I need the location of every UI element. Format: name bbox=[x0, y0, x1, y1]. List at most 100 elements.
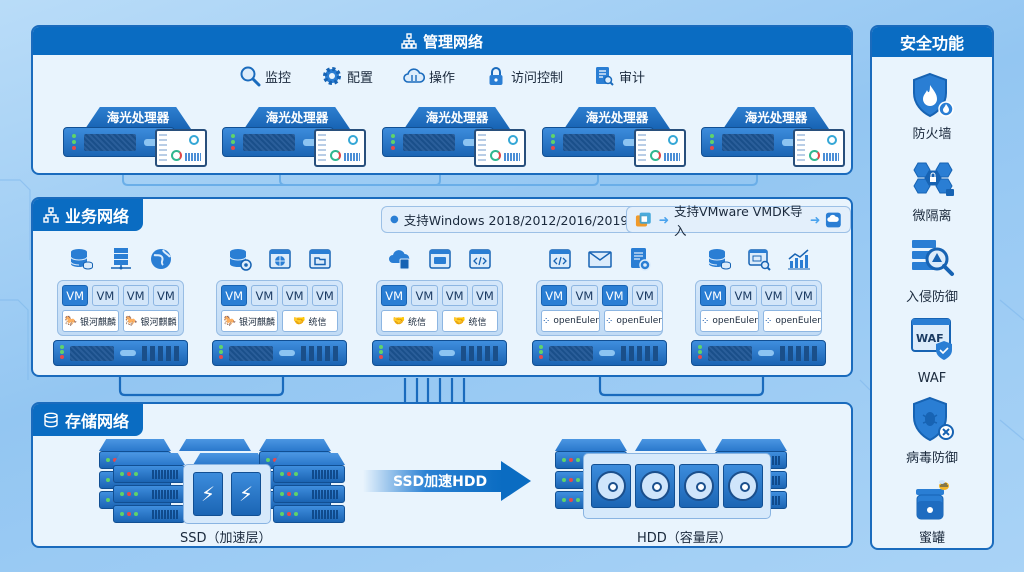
cloud-app-icon bbox=[388, 247, 412, 271]
management-network-title: 管理网络 bbox=[422, 32, 483, 51]
hdd-storage-cluster[interactable] bbox=[555, 439, 795, 546]
vm-instance[interactable]: VM bbox=[311, 285, 338, 306]
security-item-waf[interactable]: WAF WAF bbox=[872, 315, 992, 386]
windows-support-text: 支持Windows 2018/2012/2016/2019 bbox=[403, 213, 629, 228]
tool-operate[interactable]: 操作 bbox=[403, 65, 455, 87]
window-search-icon bbox=[747, 247, 771, 271]
os-name: 统信 bbox=[308, 317, 327, 328]
openeuler-icon: ⁘ bbox=[763, 315, 773, 327]
gear-icon bbox=[322, 67, 341, 85]
vmware-logo-icon bbox=[635, 212, 651, 226]
vm-instance[interactable]: VM bbox=[471, 285, 498, 306]
hygon-server-label: 海光处理器 bbox=[723, 107, 829, 129]
business-network-header: 业务网络 bbox=[33, 199, 144, 231]
os-name: openEuler bbox=[712, 316, 758, 326]
os-badge: 🐎银河麒麟 bbox=[122, 310, 179, 332]
hygon-server[interactable]: 海光处理器 bbox=[542, 107, 692, 169]
vm-instance[interactable]: VM bbox=[221, 285, 248, 306]
vm-instance[interactable]: VM bbox=[631, 285, 658, 306]
tool-audit[interactable]: 审计 bbox=[593, 65, 645, 87]
vm-instance[interactable]: VM bbox=[730, 285, 757, 306]
hygon-server-label: 海光处理器 bbox=[85, 107, 191, 129]
ssd-drive-tray: ⚡ ⚡ bbox=[183, 464, 271, 524]
handshake-icon: 🤝 bbox=[453, 315, 466, 327]
hygon-server[interactable]: 海光处理器 bbox=[701, 107, 851, 169]
os-name: openEuler bbox=[553, 316, 599, 326]
vm-instance[interactable]: VM bbox=[381, 285, 408, 306]
vm-instance[interactable]: VM bbox=[152, 285, 179, 306]
security-item-intrusion-prevention[interactable]: 入侵防御 bbox=[872, 234, 992, 305]
database-settings-icon bbox=[228, 247, 252, 271]
vm-instance[interactable]: VM bbox=[62, 285, 89, 306]
hygon-server[interactable]: 海光处理器 bbox=[63, 107, 213, 169]
vm-instance[interactable]: VM bbox=[411, 285, 438, 306]
host-service-icons bbox=[212, 247, 347, 271]
vm-instance[interactable]: VM bbox=[541, 285, 568, 306]
security-item-micro-segmentation[interactable]: 微隔离 bbox=[872, 153, 992, 224]
vm-instance[interactable]: VM bbox=[251, 285, 278, 306]
firewall-shield-icon bbox=[913, 72, 954, 118]
globe-sync-icon bbox=[149, 247, 173, 271]
os-badge: ⁘openEuler bbox=[762, 310, 822, 332]
storage-rack-unit bbox=[113, 465, 185, 483]
ssd-accelerate-hdd-arrow: SSD加速HDD bbox=[363, 461, 531, 501]
arrow-right-icon: ➜ bbox=[658, 212, 670, 227]
ssd-storage-cluster[interactable]: ⚡ ⚡ bbox=[97, 439, 347, 546]
management-network-panel: 管理网络 监控 配置 操作 访问控制 审计 海光处理器 海光处理器 bbox=[31, 25, 853, 175]
waf-icon: WAF bbox=[911, 318, 952, 360]
bullet-icon: ● bbox=[390, 214, 399, 225]
openeuler-icon: ⁘ bbox=[542, 315, 551, 327]
security-item-firewall[interactable]: 防火墙 bbox=[872, 71, 992, 142]
security-item-label: 防火墙 bbox=[912, 127, 952, 142]
ssd-layer-label: SSD（加速层） bbox=[180, 531, 272, 546]
vm-instance[interactable]: VM bbox=[281, 285, 308, 306]
openeuler-icon: ⁘ bbox=[701, 315, 710, 327]
tool-access-control-label: 访问控制 bbox=[511, 70, 564, 86]
hdd-layer-label: HDD（容量层） bbox=[637, 531, 732, 546]
tool-access-control[interactable]: 访问控制 bbox=[485, 65, 563, 87]
vm-instance[interactable]: VM bbox=[92, 285, 119, 306]
os-row: 🤝统信🤝统信 bbox=[381, 310, 498, 332]
business-network-panel: 业务网络 ● 支持Windows 2018/2012/2016/2019 ➜ 支… bbox=[31, 197, 853, 377]
storage-rack-unit bbox=[273, 485, 345, 503]
os-badge: ⁘openEuler bbox=[541, 310, 600, 332]
storage-network-title: 存储网络 bbox=[65, 412, 130, 431]
vm-instance[interactable]: VM bbox=[700, 285, 727, 306]
vm-instance[interactable]: VM bbox=[571, 285, 598, 306]
os-name: 银河麒麟 bbox=[79, 317, 116, 328]
storage-rack-unit bbox=[273, 505, 345, 523]
hygon-server[interactable]: 海光处理器 bbox=[382, 107, 532, 169]
intrusion-prevention-icon bbox=[912, 240, 954, 276]
os-name: openEuler bbox=[775, 316, 821, 326]
security-item-honeypot[interactable]: 蜜罐 bbox=[872, 475, 992, 546]
hard-disk-icon bbox=[591, 464, 631, 508]
honeypot-icon bbox=[916, 480, 949, 520]
host-service-icons bbox=[532, 247, 667, 271]
hygon-server[interactable]: 海光处理器 bbox=[222, 107, 372, 169]
vm-instance[interactable]: VM bbox=[441, 285, 468, 306]
security-item-antivirus[interactable]: 病毒防御 bbox=[872, 395, 992, 466]
host-service-icons bbox=[691, 247, 826, 271]
kylin-icon: 🐎 bbox=[125, 315, 138, 327]
dashboard-screen-icon bbox=[314, 129, 366, 167]
ssd-lightning-icon: ⚡ bbox=[193, 472, 223, 516]
management-network-header: 管理网络 bbox=[33, 27, 851, 55]
vmware-support-text: 支持VMware VMDK导入 bbox=[674, 203, 803, 238]
vm-instance[interactable]: VM bbox=[601, 285, 628, 306]
vm-instance[interactable]: VM bbox=[790, 285, 817, 306]
tool-monitor[interactable]: 监控 bbox=[239, 65, 291, 87]
vm-instance[interactable]: VM bbox=[122, 285, 149, 306]
os-badge: 🤝统信 bbox=[441, 310, 498, 332]
print-window-icon bbox=[428, 247, 452, 271]
vm-instance[interactable]: VM bbox=[760, 285, 787, 306]
bar-chart-icon bbox=[787, 247, 811, 271]
tool-config[interactable]: 配置 bbox=[321, 65, 373, 87]
